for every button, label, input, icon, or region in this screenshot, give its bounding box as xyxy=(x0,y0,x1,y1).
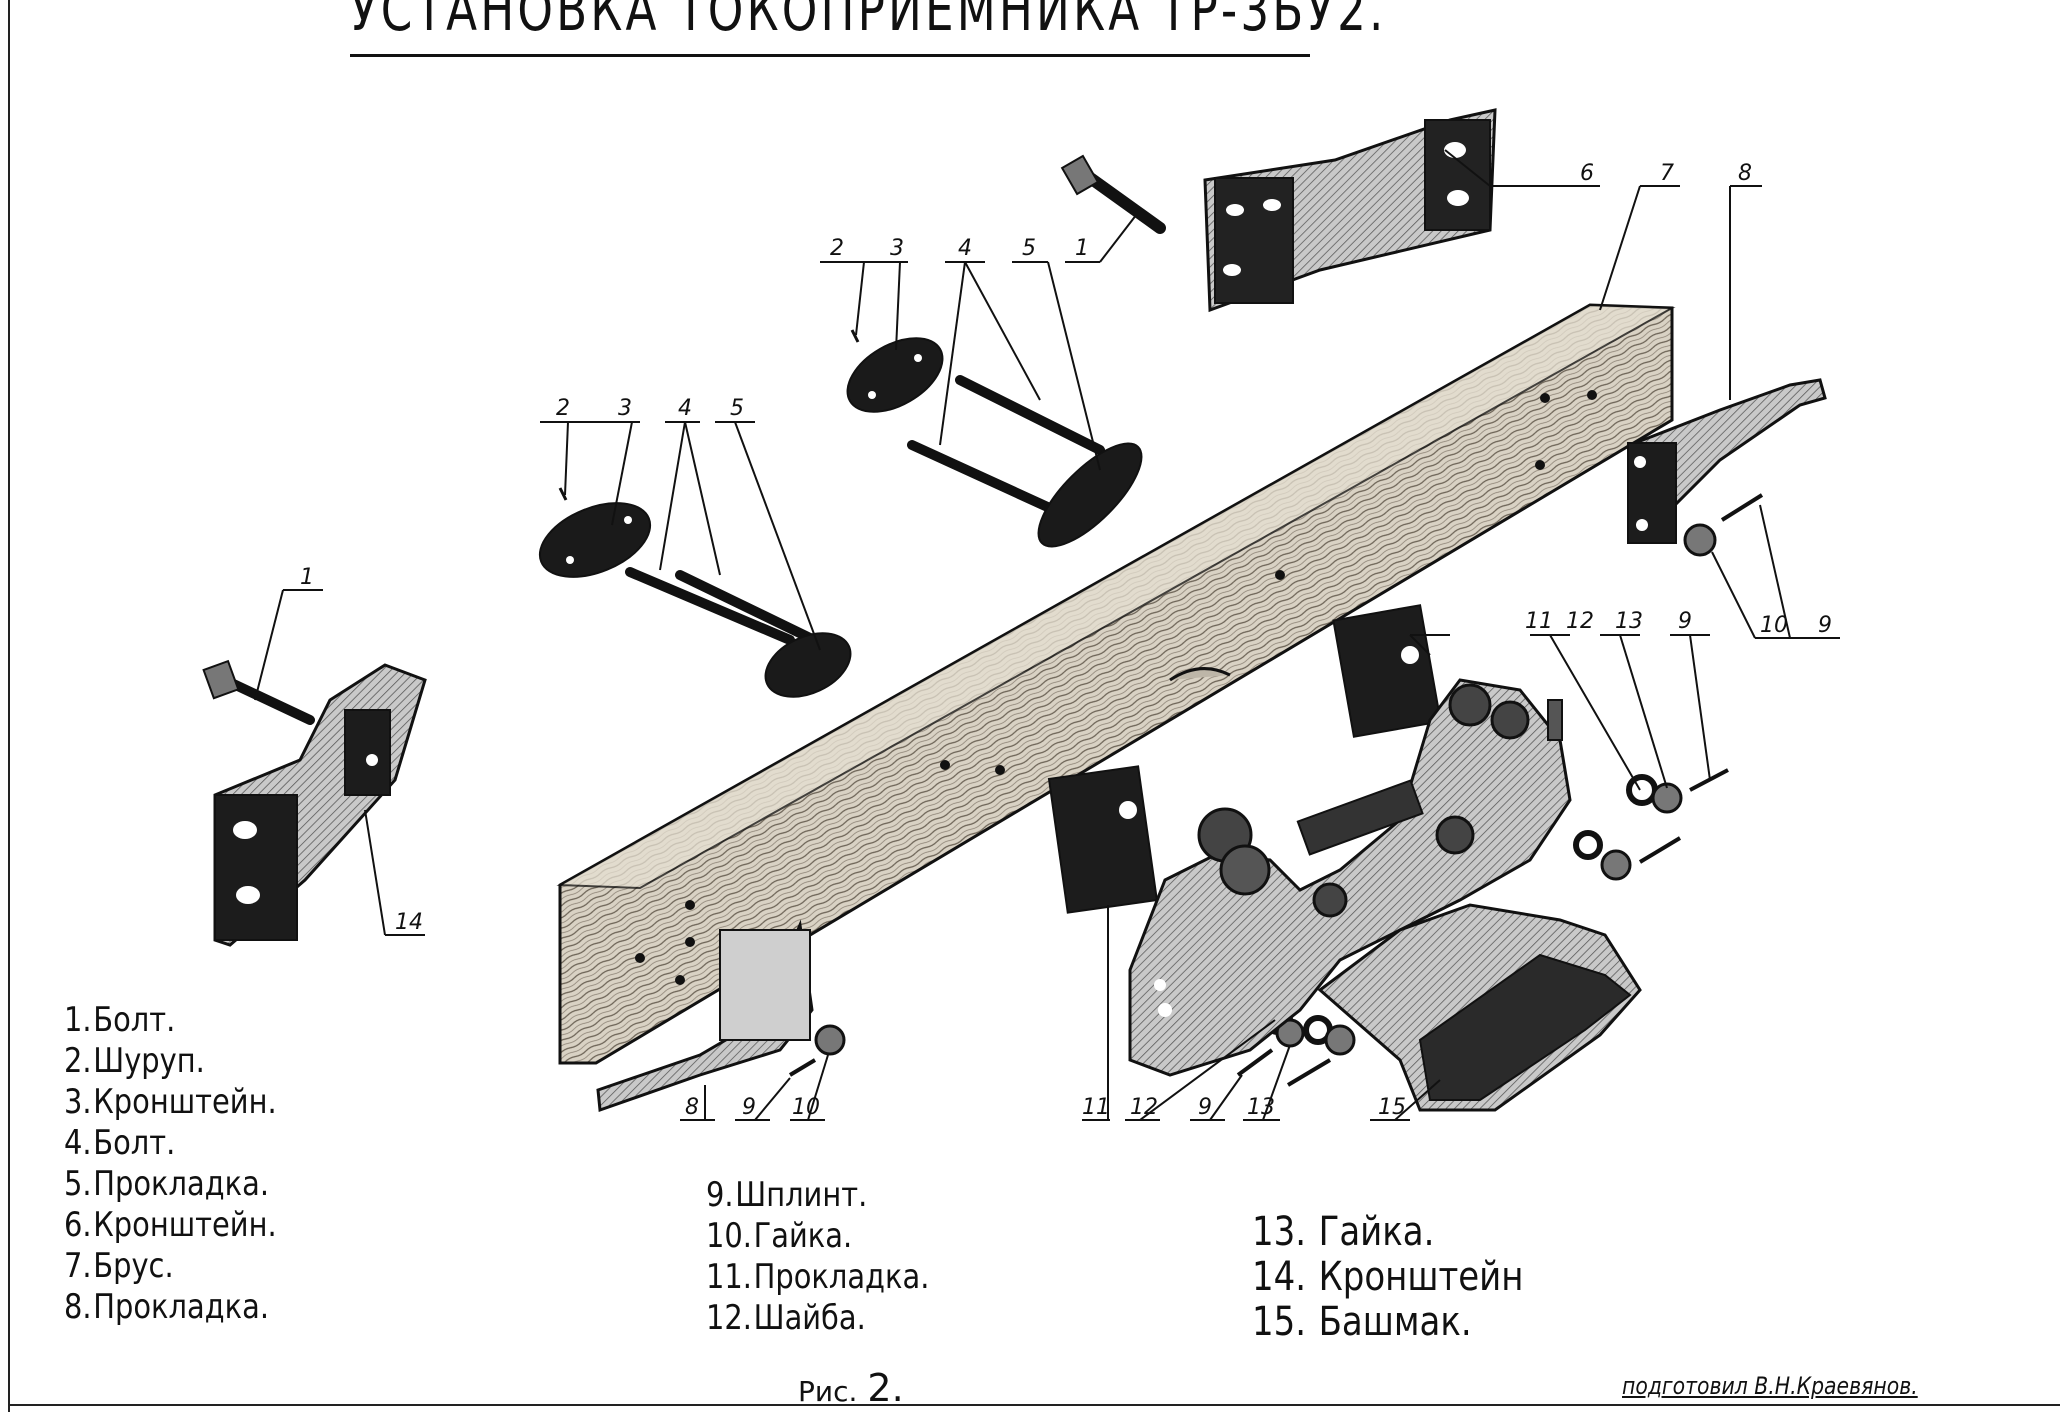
parts-legend-column-3: 13. Гайка. 14. Кронштейн 15. Башмак. xyxy=(1252,1210,1524,1345)
legend-item-12: 12.Шайба. xyxy=(706,1298,866,1338)
callout-8-right: 8 xyxy=(1738,161,1752,186)
legend-item-9: 9.Шплинт. xyxy=(706,1175,868,1215)
nut-part-13-lower xyxy=(1275,1018,1356,1056)
callout-9-right: 9 xyxy=(1818,613,1832,638)
cotter-part-9-left xyxy=(788,1058,817,1077)
callout-11-upper: 11 xyxy=(1525,609,1553,634)
nut-part-10-right xyxy=(1683,523,1717,557)
collector-base-assembly xyxy=(1128,678,1572,1077)
legend-item-14: 14. Кронштейн xyxy=(1252,1254,1524,1300)
prepared-by-note: подготовил В.Н.Краевянов. xyxy=(1622,1372,1918,1400)
shim-part-8-right xyxy=(1627,378,1827,544)
callout-10-left: 10 xyxy=(792,1095,820,1120)
legend-item-15: 15. Башмак. xyxy=(1252,1299,1472,1345)
callout-9-lower: 9 xyxy=(1198,1095,1212,1120)
legend-item-8: 8.Прокладка. xyxy=(64,1287,270,1327)
bolt-part-4-lower xyxy=(625,567,815,645)
legend-item-4: 4.Болт. xyxy=(64,1123,176,1163)
callout-1-left: 1 xyxy=(300,565,314,590)
callout-4-lower: 4 xyxy=(678,396,692,421)
legend-item-1: 1.Болт. xyxy=(64,1000,176,1040)
callout-9-left: 9 xyxy=(742,1095,756,1120)
bracket-part-6 xyxy=(1203,108,1497,313)
shim-part-8-left xyxy=(596,919,814,1113)
callout-8-left: 8 xyxy=(685,1095,699,1120)
nut-part-10-left xyxy=(814,1024,846,1056)
callout-12-upper: 12 xyxy=(1566,609,1594,634)
legend-item-6: 6.Кронштейн. xyxy=(64,1205,277,1245)
parts-legend-column-2: 9.Шплинт. 10.Гайка. 11.Прокладка. 12.Шай… xyxy=(706,1175,929,1339)
legend-item-2: 2.Шуруп. xyxy=(64,1041,205,1081)
washer-part-12-upper xyxy=(1573,774,1658,860)
legend-item-10: 10.Гайка. xyxy=(706,1216,853,1256)
callout-1-top: 1 xyxy=(1075,236,1089,261)
callout-3-lower: 3 xyxy=(618,396,632,421)
callout-5-lower: 5 xyxy=(730,396,744,421)
callout-4-upper: 4 xyxy=(958,236,972,261)
callout-11-lower: 11 xyxy=(1082,1095,1110,1120)
sheet-border-bottom xyxy=(8,1404,2060,1406)
legend-item-3: 3.Кронштейн. xyxy=(64,1082,277,1122)
callout-14: 14 xyxy=(395,910,423,935)
callout-2-lower: 2 xyxy=(556,396,570,421)
plate-part-5-lower xyxy=(764,632,852,698)
figure-caption-number: 2. xyxy=(867,1366,904,1410)
parts-legend-column-1: 1.Болт. 2.Шуруп. 3.Кронштейн. 4.Болт. 5.… xyxy=(64,1000,277,1328)
leader-lines xyxy=(254,149,1840,1121)
figure-caption: Рис. 2. xyxy=(798,1366,904,1410)
callout-labels: 1 1 6 7 8 2 3 4 5 2 3 4 5 11 12 13 9 10 … xyxy=(300,161,1832,1120)
callout-2-upper: 2 xyxy=(830,236,844,261)
screw-part-2-upper xyxy=(850,329,860,343)
legend-item-11: 11.Прокладка. xyxy=(706,1257,930,1297)
bracket-part-3-upper xyxy=(846,337,944,413)
callout-7: 7 xyxy=(1660,161,1674,186)
callout-3-upper: 3 xyxy=(890,236,904,261)
callout-6: 6 xyxy=(1580,161,1594,186)
bracket-part-14 xyxy=(213,663,427,947)
legend-item-5: 5.Прокладка. xyxy=(64,1164,270,1204)
callout-13-lower: 13 xyxy=(1247,1095,1275,1120)
callout-12-lower: 12 xyxy=(1130,1095,1158,1120)
cotter-part-9-lower xyxy=(1236,1048,1332,1087)
title-underline xyxy=(350,54,1310,57)
callout-10-right: 10 xyxy=(1760,613,1788,638)
callout-5-upper: 5 xyxy=(1022,236,1036,261)
screw-part-2-lower xyxy=(558,487,568,501)
bolt-part-1-top xyxy=(1060,154,1166,234)
beam-part-7 xyxy=(556,303,1676,1065)
cotter-part-9-right xyxy=(1720,493,1764,522)
callout-9-upper: 9 xyxy=(1678,609,1692,634)
legend-item-7: 7.Брус. xyxy=(64,1246,174,1286)
shim-part-11-lower xyxy=(1047,765,1159,914)
nut-part-13-upper xyxy=(1600,782,1683,881)
bolt-part-4-upper xyxy=(907,375,1105,520)
figure-caption-prefix: Рис. xyxy=(798,1375,858,1408)
shim-part-11-upper xyxy=(1332,604,1442,738)
bracket-part-3-lower xyxy=(538,502,652,578)
callout-15: 15 xyxy=(1378,1095,1406,1120)
bolt-part-1-left xyxy=(202,659,315,725)
sheet-border-left xyxy=(8,0,10,1412)
legend-item-13: 13. Гайка. xyxy=(1252,1209,1435,1255)
callout-13-upper: 13 xyxy=(1615,609,1643,634)
shoe-part-15 xyxy=(1317,903,1642,1112)
plate-part-5-upper xyxy=(1037,442,1143,548)
